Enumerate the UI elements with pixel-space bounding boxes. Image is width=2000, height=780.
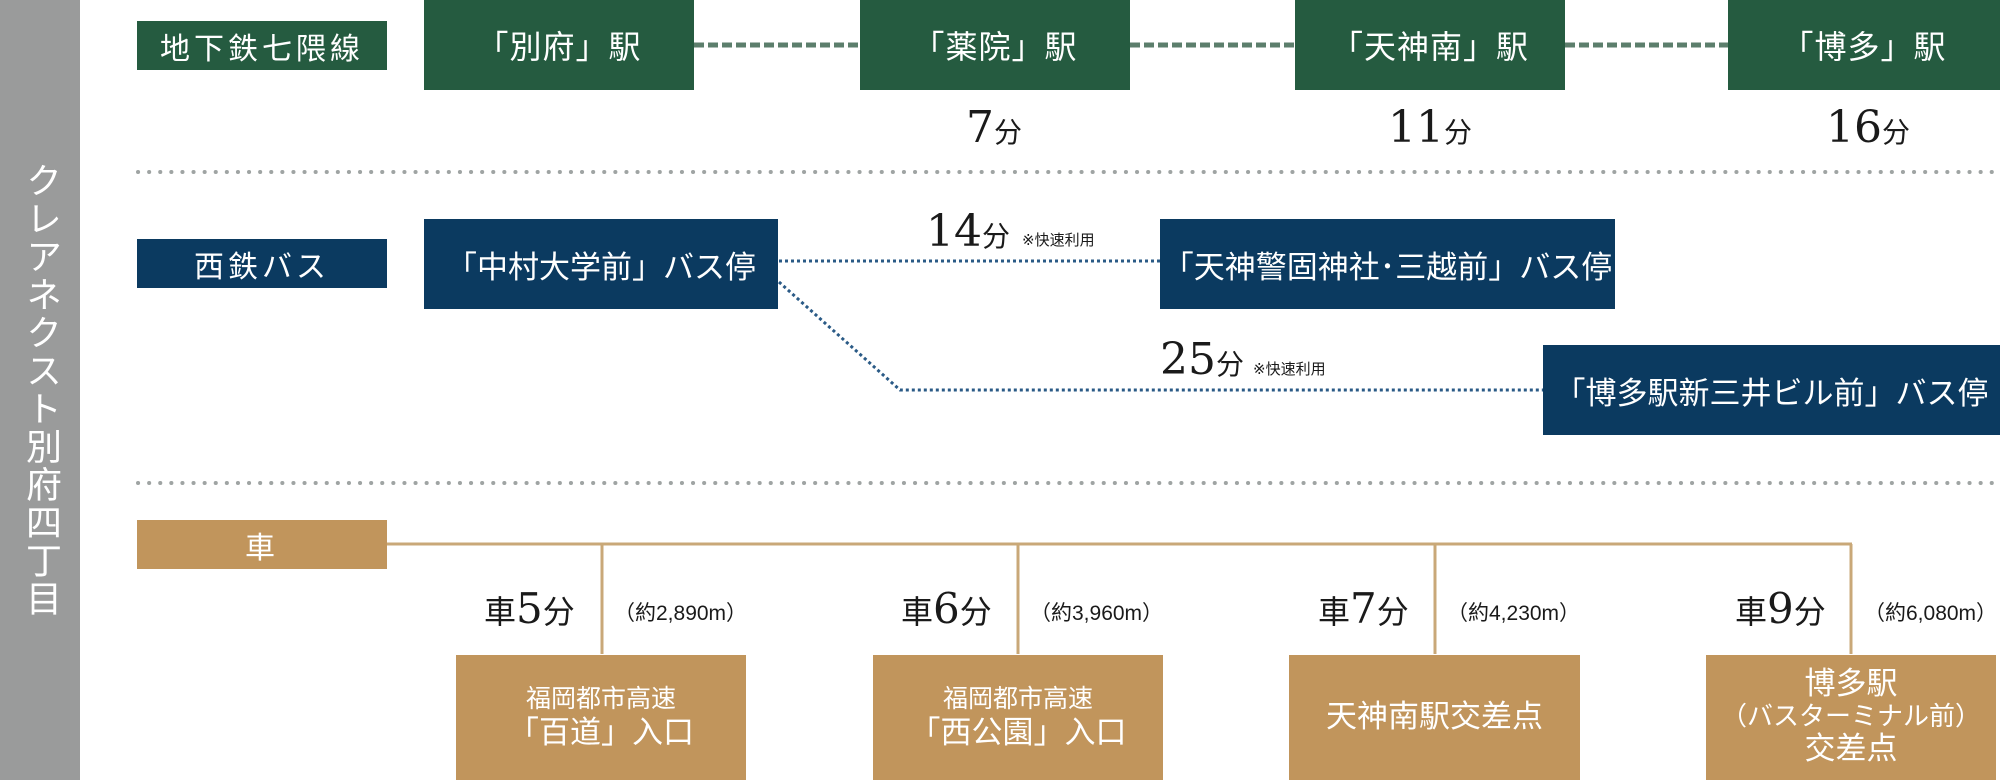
bus-route-1-note: ※快速利用 <box>1022 231 1095 249</box>
car-route-1-unit: 分 <box>542 593 575 631</box>
bus-route-1-time-unit: 分 <box>982 220 1011 253</box>
side-title-bar: クレアネクスト別府四丁目 <box>0 0 80 780</box>
subway-time-tenjinminami-unit: 分 <box>1444 116 1473 149</box>
subway-time-yakuin-num: 7 <box>966 102 994 153</box>
car-route-3-distance: （約4,230m） <box>1447 602 1581 625</box>
car-route-4-num: 9 <box>1767 584 1794 633</box>
subway-time-tenjinminami-num: 11 <box>1388 102 1444 153</box>
car-route-3-time: 車7分 <box>1318 588 1409 630</box>
bus-stop-tenjin-kego: 「天神警固神社･三越前」バス停 <box>1160 219 1615 309</box>
car-route-1-num: 5 <box>516 584 543 633</box>
car-dest-3-line2: 天神南駅交差点 <box>1326 699 1543 736</box>
subway-station-tenjinminami: 「天神南」駅 <box>1295 0 1565 90</box>
subway-time-hakata: 16分 <box>1826 106 1910 150</box>
car-dest-1-line1: 福岡都市高速 <box>525 683 676 713</box>
car-route-3-num: 7 <box>1350 584 1377 633</box>
subway-station-hakata: 「博多」駅 <box>1728 0 2000 90</box>
subway-time-tenjinminami: 11分 <box>1388 106 1472 150</box>
bus-stop-origin: 「中村大学前」バス停 <box>424 219 778 309</box>
car-route-3-unit: 分 <box>1376 593 1409 631</box>
subway-time-hakata-num: 16 <box>1826 102 1882 153</box>
car-dest-1-line2: 「百道」入口 <box>508 714 694 751</box>
bus-route-1-time: 14分 <box>926 210 1010 254</box>
bus-route-1-time-num: 14 <box>926 206 982 257</box>
car-dest-hakata-intersection: 博多駅 （バスターミナル前） 交差点 <box>1706 655 1996 780</box>
car-dest-4-line3: 交差点 <box>1804 731 1898 768</box>
bus-route-2-time: 25分 <box>1160 338 1244 382</box>
car-route-2-num: 6 <box>933 584 960 633</box>
subway-time-yakuin: 7分 <box>966 106 1022 150</box>
car-dest-2-line2: 「西公園」入口 <box>909 714 1127 751</box>
subway-station-beppu: 「別府」駅 <box>424 0 694 90</box>
car-dest-nishikoen-entrance: 福岡都市高速 「西公園」入口 <box>873 655 1163 780</box>
bus-route-2-line <box>778 280 1543 392</box>
side-title: クレアネクスト別府四丁目 <box>20 162 61 618</box>
subway-time-yakuin-unit: 分 <box>994 116 1023 149</box>
car-dest-momochi-entrance: 福岡都市高速 「百道」入口 <box>456 655 746 780</box>
car-dest-tenjinminami-intersection: 天神南駅交差点 <box>1289 655 1580 780</box>
car-route-2-time: 車6分 <box>901 588 992 630</box>
car-dest-4-line1: 博多駅 <box>1804 665 1898 702</box>
subway-time-hakata-unit: 分 <box>1882 116 1911 149</box>
car-route-4-time: 車9分 <box>1735 588 1826 630</box>
bus-route-2-note: ※快速利用 <box>1253 360 1326 378</box>
car-route-4-unit: 分 <box>1793 593 1826 631</box>
subway-label: 地下鉄七隈線 <box>137 21 387 70</box>
car-route-1-time: 車5分 <box>484 588 575 630</box>
car-route-2-prefix: 車 <box>901 593 934 631</box>
car-route-2-unit: 分 <box>959 593 992 631</box>
car-route-3-prefix: 車 <box>1318 593 1351 631</box>
car-label: 車 <box>137 520 387 569</box>
bus-label: 西鉄バス <box>137 239 387 288</box>
car-route-4-distance: （約6,080m） <box>1864 602 1998 625</box>
bus-route-2-time-unit: 分 <box>1216 348 1245 381</box>
car-route-4-prefix: 車 <box>1735 593 1768 631</box>
car-route-1-distance: （約2,890m） <box>614 602 748 625</box>
bus-route-2-time-num: 25 <box>1160 334 1216 385</box>
car-dest-4-line2: （バスターミナル前） <box>1720 701 1981 732</box>
bus-stop-hakata-shinmitsui: 「博多駅新三井ビル前」バス停 <box>1543 345 2000 435</box>
car-route-2-distance: （約3,960m） <box>1030 602 1164 625</box>
car-dest-2-line1: 福岡都市高速 <box>942 683 1093 713</box>
subway-station-yakuin: 「薬院」駅 <box>860 0 1130 90</box>
car-route-1-prefix: 車 <box>484 593 517 631</box>
